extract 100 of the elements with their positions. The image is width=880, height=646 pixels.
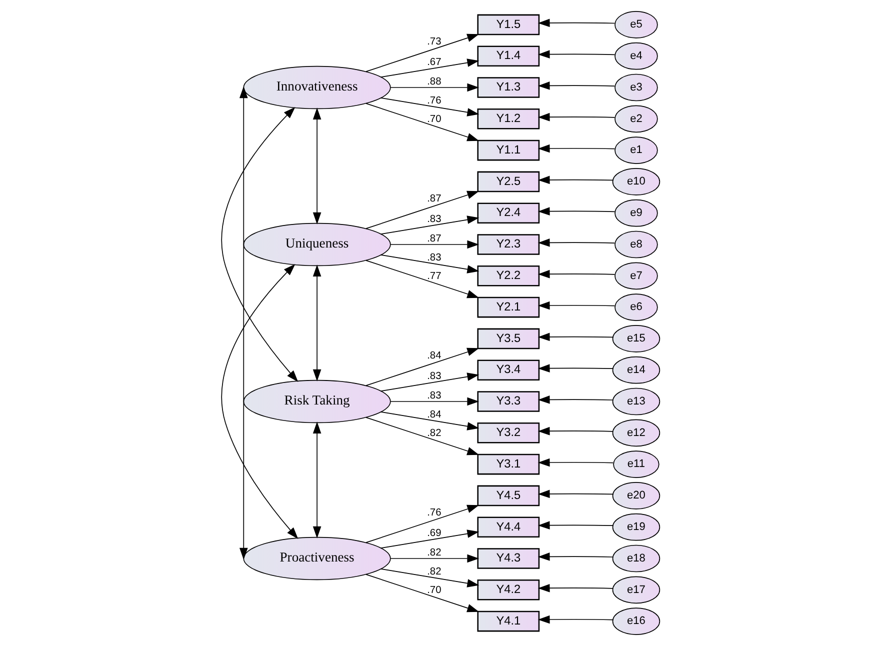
arrow <box>380 98 479 116</box>
arrow <box>380 568 479 588</box>
arrow <box>390 240 479 249</box>
edge-label: .67 <box>426 57 441 68</box>
node-box: Y2.1 <box>476 296 540 318</box>
arrow <box>365 504 479 543</box>
node-ellipse: e12 <box>612 419 660 447</box>
arrow <box>537 207 615 216</box>
node-ellipse: e4 <box>614 42 658 70</box>
arrow <box>390 554 479 563</box>
edge-label: .82 <box>426 566 441 578</box>
node-ellipse: e17 <box>612 576 660 604</box>
arrow <box>380 530 479 548</box>
edge-label: .87 <box>426 234 441 245</box>
node-box: Y2.4 <box>476 202 540 224</box>
node-box: Y4.2 <box>476 580 540 600</box>
edge-label: .70 <box>426 584 441 596</box>
arrow <box>537 301 615 310</box>
arrow <box>380 254 479 274</box>
node-ellipse: e18 <box>612 544 660 572</box>
node-box: Y3.3 <box>476 391 540 412</box>
arrow <box>537 82 615 90</box>
node-box: Y1.1 <box>476 140 540 161</box>
arrow <box>365 417 479 456</box>
edge-label: .88 <box>426 76 441 88</box>
node-box: Y1.4 <box>476 46 540 66</box>
node-ellipse: e20 <box>612 482 660 510</box>
edge-label: .83 <box>426 390 441 402</box>
edge-label: .76 <box>426 508 441 519</box>
arrow <box>537 238 615 247</box>
node-ellipse: Uniqueness <box>242 222 390 266</box>
arrow <box>537 270 615 278</box>
node-ellipse: e6 <box>614 294 658 321</box>
arrow <box>365 103 479 142</box>
edge-label: .82 <box>426 548 441 559</box>
node-ellipse: e8 <box>614 230 658 258</box>
edge-label: .87 <box>426 194 441 205</box>
arrow <box>537 332 613 342</box>
node-ellipse: e15 <box>612 325 660 352</box>
arrow <box>312 422 321 538</box>
arrow <box>537 426 613 436</box>
arrow <box>537 584 613 592</box>
arrow <box>220 106 298 382</box>
node-ellipse: e13 <box>612 388 660 416</box>
node-box: Y4.3 <box>476 548 540 569</box>
edge-label: .83 <box>426 214 441 226</box>
arrow <box>380 372 479 392</box>
arrow <box>365 190 479 229</box>
arrow <box>365 574 479 612</box>
edge-label: .73 <box>426 36 441 48</box>
arrow <box>537 396 613 404</box>
arrow <box>380 412 479 430</box>
node-box: Y2.2 <box>476 266 540 286</box>
node-box: Y4.1 <box>476 610 540 632</box>
arrow <box>537 144 615 153</box>
arrow <box>390 83 479 92</box>
arrow <box>537 490 613 498</box>
arrow <box>537 552 613 561</box>
arrow <box>537 176 613 184</box>
edge-label: .70 <box>426 114 441 125</box>
node-ellipse: e3 <box>614 74 658 102</box>
node-ellipse: e9 <box>614 199 658 227</box>
arrow <box>537 458 614 467</box>
node-ellipse: e16 <box>612 608 660 635</box>
node-ellipse: Risk Taking <box>242 380 390 424</box>
arrow <box>537 112 615 122</box>
node-ellipse: e7 <box>614 262 658 290</box>
edge-label: .77 <box>426 270 441 282</box>
edge-label: .84 <box>426 409 441 420</box>
arrow <box>537 364 613 372</box>
node-box: Y1.5 <box>476 14 540 36</box>
node-box: Y4.5 <box>476 485 540 506</box>
edge-label: .83 <box>426 371 441 382</box>
arrow <box>365 34 479 72</box>
node-box: Y3.2 <box>476 422 540 444</box>
node-ellipse: e14 <box>612 356 660 384</box>
node-ellipse: e2 <box>614 105 658 133</box>
node-ellipse: e1 <box>614 136 658 164</box>
node-ellipse: e5 <box>614 11 658 38</box>
arrow <box>537 50 615 58</box>
node-box: Y2.5 <box>476 171 540 192</box>
arrow <box>537 18 615 28</box>
arrow <box>365 260 479 298</box>
node-box: Y3.4 <box>476 360 540 380</box>
node-ellipse: e11 <box>612 450 659 478</box>
edge-label: .69 <box>426 528 441 540</box>
node-box: Y3.5 <box>476 328 540 350</box>
node-ellipse: Proactiveness <box>242 536 390 580</box>
edge-label: .76 <box>426 95 441 106</box>
node-ellipse: Innovativeness <box>242 66 390 110</box>
node-box: Y3.1 <box>476 454 540 475</box>
node-box: Y2.3 <box>476 234 540 255</box>
node-box: Y1.2 <box>476 108 540 130</box>
arrow <box>220 264 298 539</box>
node-box: Y1.3 <box>476 77 540 98</box>
edge-label: .82 <box>426 428 441 439</box>
edge-label: .83 <box>426 252 441 264</box>
arrow <box>365 348 479 386</box>
arrow <box>380 58 479 78</box>
arrow <box>380 216 479 234</box>
